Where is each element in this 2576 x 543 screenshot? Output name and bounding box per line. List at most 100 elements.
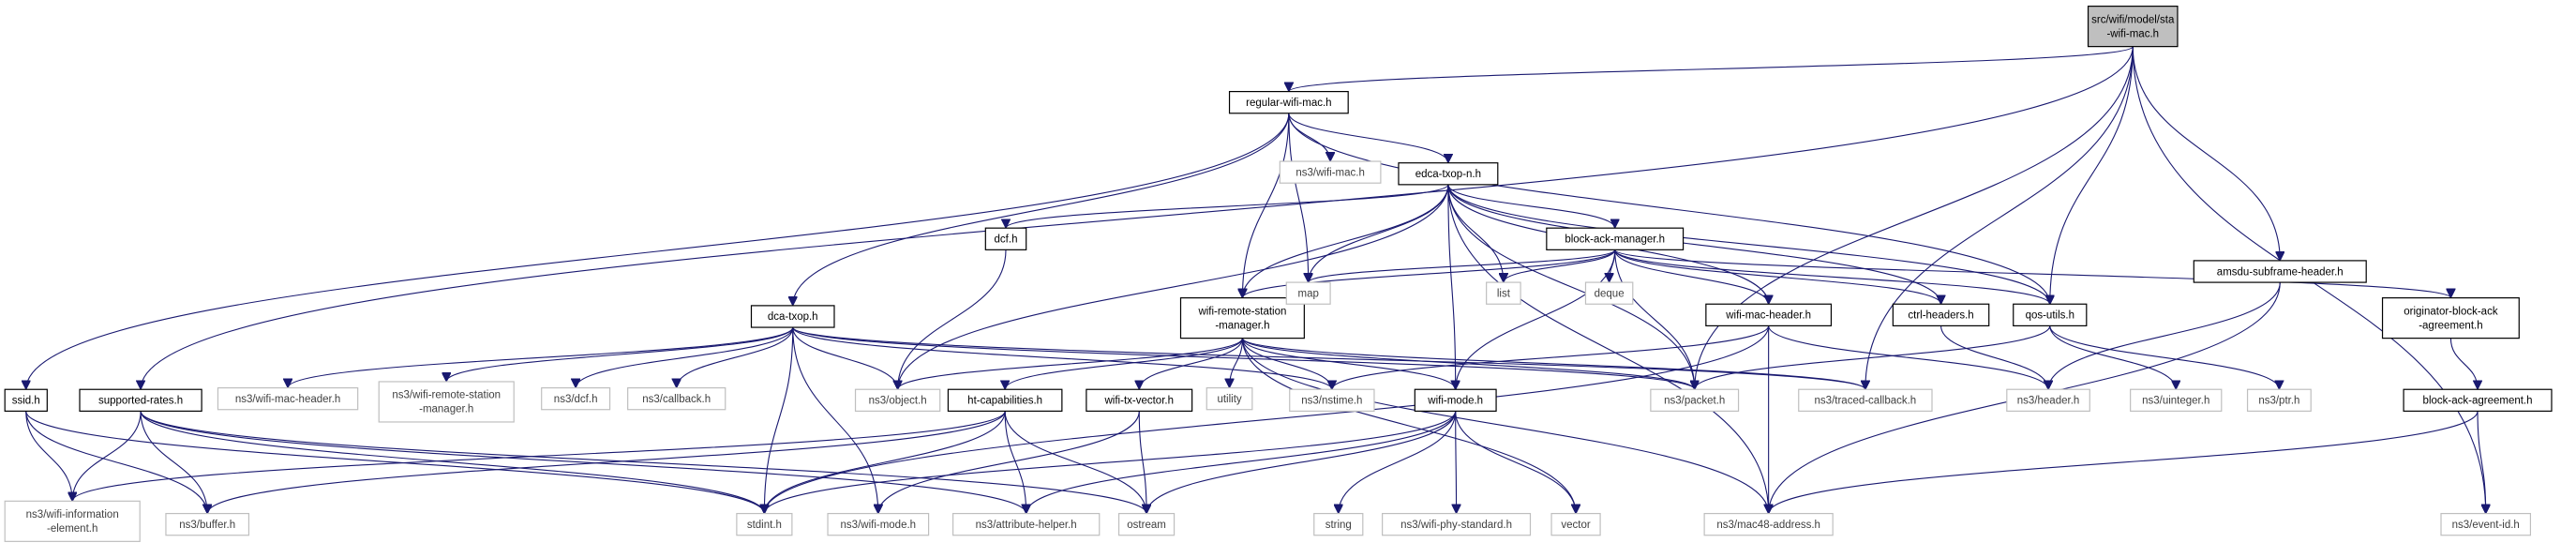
node-bam[interactable]: block-ack-manager.h: [1546, 227, 1685, 250]
edge-ssid-to-stdint: [25, 411, 765, 514]
edge-supp-to-attr: [140, 411, 1026, 514]
node-label-attr-0: ns3/attribute-helper.h: [976, 520, 1077, 531]
node-box-oba: [2381, 297, 2520, 339]
node-box-ns3wrsm: [378, 381, 515, 423]
node-label-wmh-0: wifi-mac-header.h: [1725, 310, 1811, 322]
edge-supp-to-wie: [72, 411, 142, 501]
edge-sta-to-traced: [1865, 46, 2134, 390]
node-regular[interactable]: regular-wifi-mac.h: [1228, 91, 1349, 114]
node-wmode[interactable]: wifi-mode.h: [1414, 388, 1497, 412]
node-mac48: ns3/mac48-address.h: [1703, 512, 1834, 536]
edge-ht-to-stdint: [764, 411, 1006, 513]
node-box-stdint: [736, 512, 793, 536]
node-list: list: [1486, 281, 1521, 305]
node-label-sta-1: -wifi-mac.h: [2106, 28, 2159, 39]
node-box-traced: [1798, 388, 1933, 412]
node-box-qos: [2013, 303, 2088, 326]
node-dcf[interactable]: dcf.h: [984, 227, 1027, 250]
node-wmh[interactable]: wifi-mac-header.h: [1705, 303, 1833, 326]
edge-regular-to-wrsm: [1242, 113, 1290, 298]
edge-edca-to-bam: [1447, 184, 1615, 229]
node-nstime: ns3/nstime.h: [1289, 388, 1375, 412]
node-box-ns3cb: [627, 386, 726, 411]
node-map: map: [1285, 281, 1331, 305]
edge-wrsm-to-wtv: [1139, 338, 1243, 390]
node-amsdu[interactable]: amsdu-subframe-header.h: [2193, 260, 2367, 283]
node-ns3wrsm: ns3/wifi-remote-station -manager.h: [378, 381, 515, 423]
edge-supp-to-buffer: [140, 411, 207, 513]
node-ht[interactable]: ht-capabilities.h: [947, 388, 1063, 412]
node-box-nstime: [1289, 388, 1375, 412]
node-vector: vector: [1550, 512, 1601, 536]
node-deque: deque: [1584, 281, 1634, 305]
node-box-baa: [2403, 388, 2553, 412]
edge-dcf-to-ns3obj: [898, 249, 1007, 389]
edge-edca-to-dcf: [1006, 184, 1449, 229]
node-box-wmode: [1414, 388, 1497, 412]
edge-qos-to-uint: [2049, 325, 2176, 390]
edge-wmode-to-string: [1339, 411, 1457, 513]
node-box-wrsm: [1179, 297, 1305, 339]
node-box-event: [2440, 512, 2532, 536]
edge-wmh-to-nstime: [1332, 325, 1770, 390]
edge-ctrl-to-header: [1939, 325, 2049, 390]
node-label-ns3wrsm-1: -manager.h: [419, 404, 473, 415]
node-ns3dcf: ns3/dcf.h: [541, 386, 611, 411]
node-box-wmh: [1705, 303, 1833, 326]
edge-edca-to-list: [1447, 184, 1504, 282]
node-qos[interactable]: qos-utils.h: [2013, 303, 2088, 326]
node-box-wie: [4, 500, 141, 542]
node-sta[interactable]: src/wifi/model/sta -wifi-mac.h: [2087, 6, 2179, 48]
node-box-ht: [947, 388, 1063, 412]
node-oba[interactable]: originator-block-ack-agreement.h: [2381, 297, 2520, 339]
edge-dca-to-ns3wmh: [288, 326, 794, 388]
node-label-oba-1: -agreement.h: [2419, 320, 2482, 331]
edge-ssid-to-wie: [25, 411, 72, 501]
node-label-supp-0: supported-rates.h: [98, 396, 183, 407]
edge-dca-to-ns3wrsm: [446, 326, 794, 383]
node-supp[interactable]: supported-rates.h: [79, 388, 202, 412]
edge-regular-to-edca: [1288, 113, 1448, 163]
node-label-ctrl-0: ctrl-headers.h: [1908, 310, 1973, 322]
node-wtv[interactable]: wifi-tx-vector.h: [1086, 388, 1193, 412]
node-box-wtv: [1086, 388, 1193, 412]
edge-regular-to-ssid: [26, 113, 1290, 389]
node-label-wie-0: ns3/wifi-information: [26, 509, 119, 520]
node-label-sta-0: src/wifi/model/sta: [2091, 14, 2175, 25]
node-ns3wifimac: ns3/wifi-mac.h: [1279, 160, 1382, 184]
edge-wmh-to-header: [1768, 325, 2048, 390]
node-box-dca: [750, 305, 835, 328]
node-label-map-0: map: [1297, 288, 1318, 299]
node-label-ns3dcf-0: ns3/dcf.h: [554, 394, 598, 405]
node-ctrl[interactable]: ctrl-headers.h: [1892, 303, 1990, 326]
node-label-dca-0: dca-txop.h: [768, 311, 818, 323]
node-baa[interactable]: block-ack-agreement.h: [2403, 388, 2553, 412]
node-label-ns3wrsm-0: ns3/wifi-remote-station: [392, 390, 501, 401]
node-label-traced-0: ns3/traced-callback.h: [1815, 396, 1917, 407]
node-attr: ns3/attribute-helper.h: [952, 512, 1101, 536]
node-ssid[interactable]: ssid.h: [4, 388, 48, 412]
edge-baa-to-event: [2477, 411, 2486, 513]
edge-sta-to-supp: [141, 46, 2134, 390]
node-label-ssid-0: ssid.h: [12, 396, 40, 407]
node-header: ns3/header.h: [2006, 388, 2090, 412]
node-edca[interactable]: edca-txop-n.h: [1398, 162, 1499, 186]
edge-bam-to-ctrl: [1614, 249, 1941, 305]
edge-wmode-to-ostream: [1146, 411, 1457, 513]
node-string: string: [1313, 512, 1364, 536]
edge-ht-to-attr: [1004, 411, 1026, 513]
edge-dca-to-ns3dcf: [576, 326, 794, 388]
node-wrsm[interactable]: wifi-remote-station-manager.h: [1179, 297, 1305, 339]
node-label-header-0: ns3/header.h: [2017, 396, 2080, 407]
edge-wtv-to-ostream: [1138, 411, 1146, 513]
node-box-ssid: [4, 388, 48, 412]
edge-wrsm-to-ht: [1005, 338, 1243, 390]
edge-ht-to-buffer: [207, 411, 1006, 514]
edge-wmode-to-phy: [1456, 411, 1457, 513]
node-dca[interactable]: dca-txop.h: [750, 305, 835, 328]
node-event: ns3/event-id.h: [2440, 512, 2532, 536]
node-ns3wmode: ns3/wifi-mode.h: [827, 512, 930, 536]
node-label-list-0: list: [1497, 288, 1511, 299]
node-box-ns3wmode: [827, 512, 930, 536]
nodes-layer: src/wifi/model/sta -wifi-mac.h regular-wif…: [4, 6, 2553, 542]
